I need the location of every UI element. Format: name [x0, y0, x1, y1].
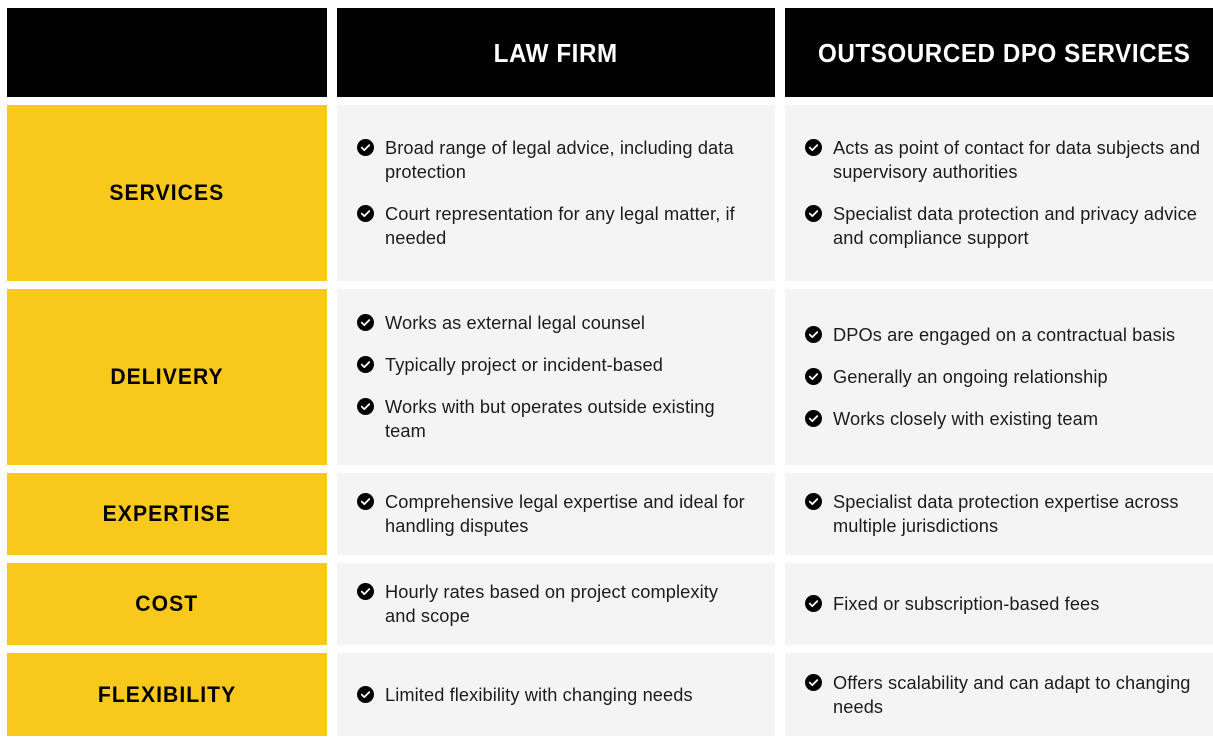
check-circle-icon — [357, 685, 374, 703]
list-item: Court representation for any legal matte… — [357, 202, 759, 250]
list-item: Typically project or incident-based — [357, 353, 759, 377]
header-title-outsourced-dpo: OUTSOURCED DPO SERVICES — [817, 37, 1191, 68]
check-circle-icon — [357, 205, 374, 222]
bullet-list: Specialist data protection expertise acr… — [805, 490, 1207, 538]
table-header-row: LAW FIRM OUTSOURCED DPO SERVICES — [7, 8, 1213, 97]
header-title-law-firm: LAW FIRM — [493, 37, 618, 68]
row-label-expertise: EXPERTISE — [7, 473, 327, 555]
row-label-text: EXPERTISE — [102, 501, 232, 526]
list-item-text: Works closely with existing team — [833, 408, 1099, 429]
cell-outsourced-dpo-expertise: Specialist data protection expertise acr… — [785, 473, 1213, 555]
check-circle-icon — [805, 368, 822, 385]
bullet-list: Hourly rates based on project complexity… — [357, 580, 759, 628]
list-item-text: Works with but operates outside existing… — [385, 396, 715, 441]
row-label-text: DELIVERY — [110, 364, 224, 389]
cell-law-firm-cost: Hourly rates based on project complexity… — [337, 563, 775, 645]
row-label-text: COST — [135, 591, 199, 616]
list-item-text: Works as external legal counsel — [385, 312, 645, 333]
header-cell-empty — [7, 8, 327, 97]
check-circle-icon — [805, 493, 822, 510]
list-item-text: DPOs are engaged on a contractual basis — [833, 324, 1176, 345]
bullet-list: Broad range of legal advice, including d… — [357, 136, 759, 250]
list-item: Hourly rates based on project complexity… — [357, 580, 759, 628]
list-item-text: Court representation for any legal matte… — [385, 203, 735, 248]
list-item: Specialist data protection and privacy a… — [805, 202, 1207, 250]
table-row: FLEXIBILITY Limited flexibility with cha… — [7, 653, 1213, 736]
row-label-text: FLEXIBILITY — [97, 681, 237, 707]
table-row: EXPERTISE Comprehensive legal expertise … — [7, 473, 1213, 555]
check-circle-icon — [805, 326, 822, 343]
list-item: Works as external legal counsel — [357, 311, 759, 335]
list-item-text: Acts as point of contact for data subjec… — [833, 137, 1201, 182]
bullet-list: Fixed or subscription-based fees — [805, 592, 1207, 616]
list-item: Offers scalability and can adapt to chan… — [805, 671, 1207, 719]
list-item-text: Fixed or subscription-based fees — [833, 593, 1100, 614]
list-item: Fixed or subscription-based fees — [805, 592, 1207, 616]
check-circle-icon — [357, 356, 374, 373]
header-cell-law-firm: LAW FIRM — [337, 8, 775, 97]
cell-law-firm-delivery: Works as external legal counsel Typicall… — [337, 289, 775, 465]
row-label-cost: COST — [7, 563, 327, 645]
list-item-text: Comprehensive legal expertise and ideal … — [385, 491, 745, 536]
check-circle-icon — [805, 205, 822, 222]
bullet-list: Acts as point of contact for data subjec… — [805, 136, 1207, 250]
cell-outsourced-dpo-cost: Fixed or subscription-based fees — [785, 563, 1213, 645]
table-row: DELIVERY Works as external legal counsel… — [7, 289, 1213, 465]
row-label-text: SERVICES — [109, 180, 225, 205]
check-circle-icon — [805, 595, 822, 612]
table-row: COST Hourly rates based on project compl… — [7, 563, 1213, 645]
list-item-text: Generally an ongoing relationship — [833, 366, 1108, 387]
header-cell-outsourced-dpo: OUTSOURCED DPO SERVICES — [785, 8, 1213, 97]
cell-outsourced-dpo-delivery: DPOs are engaged on a contractual basis … — [785, 289, 1213, 465]
list-item: Limited flexibility with changing needs — [357, 683, 759, 707]
bullet-list: Comprehensive legal expertise and ideal … — [357, 490, 759, 538]
list-item-text: Hourly rates based on project complexity… — [385, 581, 719, 626]
list-item: DPOs are engaged on a contractual basis — [805, 323, 1207, 347]
cell-law-firm-flexibility: Limited flexibility with changing needs — [337, 653, 775, 736]
bullet-list: DPOs are engaged on a contractual basis … — [805, 323, 1207, 431]
bullet-list: Limited flexibility with changing needs — [357, 683, 759, 707]
list-item-text: Limited flexibility with changing needs — [385, 683, 693, 705]
list-item: Works with but operates outside existing… — [357, 395, 759, 443]
bullet-list: Offers scalability and can adapt to chan… — [805, 671, 1207, 719]
row-label-services: SERVICES — [7, 105, 327, 281]
check-circle-icon — [357, 493, 374, 510]
cell-law-firm-expertise: Comprehensive legal expertise and ideal … — [337, 473, 775, 555]
cell-outsourced-dpo-flexibility: Offers scalability and can adapt to chan… — [785, 653, 1213, 736]
cell-outsourced-dpo-services: Acts as point of contact for data subjec… — [785, 105, 1213, 281]
check-circle-icon — [357, 398, 374, 415]
cell-law-firm-services: Broad range of legal advice, including d… — [337, 105, 775, 281]
list-item-text: Typically project or incident-based — [385, 354, 663, 375]
list-item-text: Specialist data protection and privacy a… — [833, 203, 1198, 248]
check-circle-icon — [357, 583, 374, 600]
list-item: Specialist data protection expertise acr… — [805, 490, 1207, 538]
list-item: Comprehensive legal expertise and ideal … — [357, 490, 759, 538]
check-circle-icon — [805, 410, 822, 427]
check-circle-icon — [805, 139, 822, 156]
list-item-text: Broad range of legal advice, including d… — [385, 137, 734, 182]
row-label-delivery: DELIVERY — [7, 289, 327, 465]
table-row: SERVICES Broad range of legal advice, in… — [7, 105, 1213, 281]
list-item: Broad range of legal advice, including d… — [357, 136, 759, 184]
list-item-text: Specialist data protection expertise acr… — [833, 491, 1179, 536]
check-circle-icon — [805, 673, 822, 691]
list-item: Acts as point of contact for data subjec… — [805, 136, 1207, 184]
bullet-list: Works as external legal counsel Typicall… — [357, 311, 759, 443]
row-label-flexibility: FLEXIBILITY — [7, 653, 327, 736]
check-circle-icon — [357, 139, 374, 156]
list-item-text: Offers scalability and can adapt to chan… — [833, 671, 1191, 717]
list-item: Works closely with existing team — [805, 407, 1207, 431]
check-circle-icon — [357, 314, 374, 331]
list-item: Generally an ongoing relationship — [805, 365, 1207, 389]
